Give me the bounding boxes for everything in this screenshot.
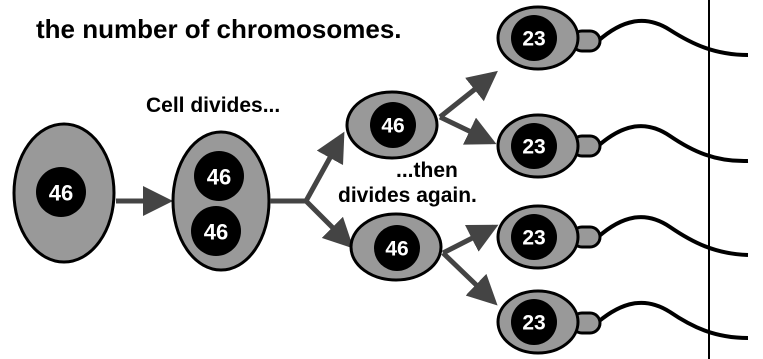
dividing-nucleus-bottom <box>191 206 241 256</box>
sperm-nucleus-2 <box>511 123 557 169</box>
daughter-cell-bottom: 46 <box>349 212 443 282</box>
parent-nucleus <box>36 167 86 217</box>
step-label-cell-divides: Cell divides... <box>146 94 280 117</box>
dividing-chromosome-count-bottom: 46 <box>204 220 228 245</box>
caption-line: the number of chromosomes. <box>36 14 402 44</box>
parent-chromosome-count: 46 <box>49 181 73 206</box>
dividing-nucleus-top <box>194 151 244 201</box>
sperm-cell-1: 23 <box>496 5 749 71</box>
sperm-cell-4: 23 <box>496 289 749 355</box>
dividing-cell: 46 46 <box>171 130 271 272</box>
parent-cell: 46 <box>12 122 116 264</box>
sperm-tail-1 <box>596 18 749 57</box>
sperm-cell-3: 23 <box>496 204 749 270</box>
fork-arrow-second-division-bottom <box>441 224 499 306</box>
daughter-cell-top: 46 <box>345 90 439 160</box>
sperm-chromosome-count-2: 23 <box>522 136 545 159</box>
sperm-chromosome-count-1: 23 <box>522 28 545 51</box>
daughter-chromosome-count-top: 46 <box>381 115 404 138</box>
step-label-divides-again: divides again. <box>338 184 477 207</box>
sperm-cell-2: 23 <box>496 113 749 179</box>
step-label-then: ...then <box>396 159 458 182</box>
fork-arrow-second-division-top <box>438 70 498 145</box>
sperm-tail-4 <box>596 300 749 340</box>
daughter-nucleus-bottom <box>374 225 420 271</box>
sperm-nucleus-4 <box>511 299 557 345</box>
daughter-chromosome-count-bottom: 46 <box>385 238 408 261</box>
fork-arrow-first-division <box>270 131 354 249</box>
sperm-nucleus-3 <box>511 214 557 260</box>
sperm-chromosome-count-4: 23 <box>522 312 545 335</box>
sperm-tail-2 <box>596 124 749 164</box>
sperm-tail-3 <box>596 215 749 257</box>
daughter-nucleus-top <box>370 102 416 148</box>
dividing-chromosome-count-top: 46 <box>207 165 231 190</box>
sperm-nucleus-1 <box>511 15 557 61</box>
sperm-chromosome-count-3: 23 <box>522 227 545 250</box>
